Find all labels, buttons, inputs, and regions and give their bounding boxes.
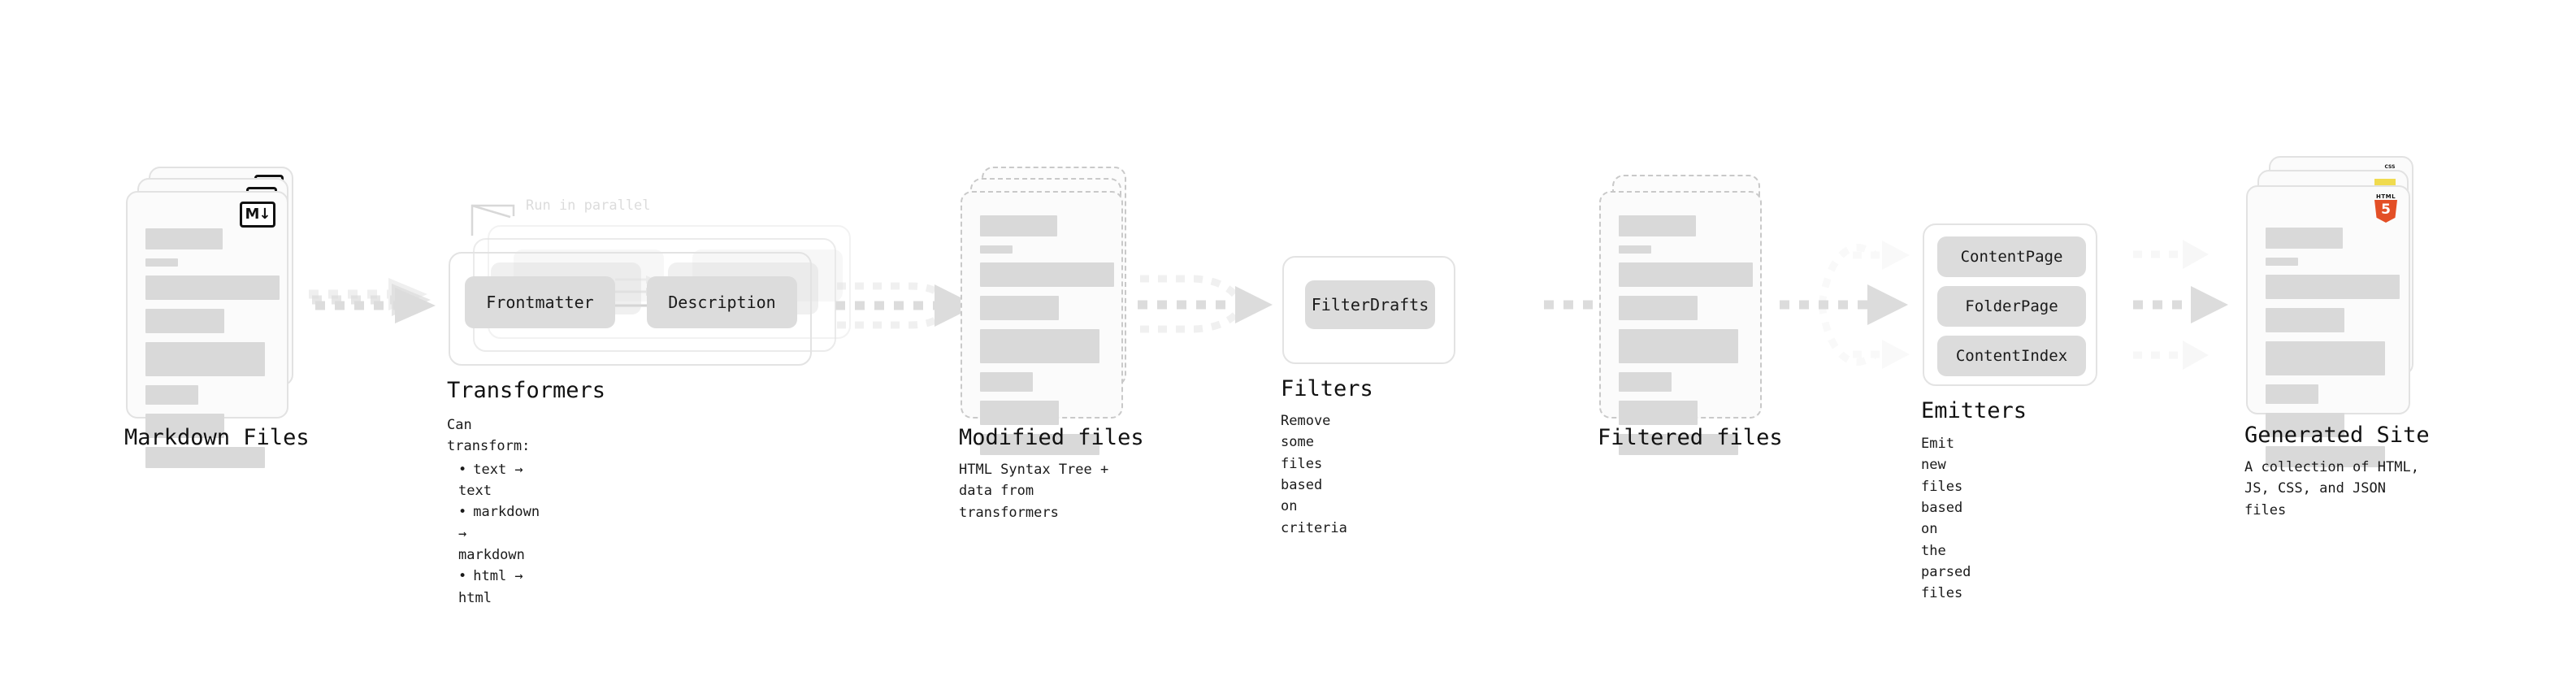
- doc-placeholder-bar: [1619, 329, 1738, 363]
- doc-placeholder-bar: [1619, 401, 1698, 425]
- stage-filtered-files: Filtered files: [1598, 167, 1783, 455]
- doc-placeholder-bar: [980, 372, 1033, 392]
- emitter-chip-contentindex[interactable]: ContentIndex: [1937, 336, 2086, 376]
- transformers-list-item: markdown → markdown: [458, 501, 540, 566]
- transformer-group-front: Frontmatter Description: [449, 252, 812, 366]
- stage-title-generated-site: Generated Site: [2244, 423, 2430, 448]
- modified-doc-front: [961, 191, 1123, 455]
- doc-placeholder-bar: [2266, 275, 2400, 299]
- doc-placeholder-bar: [980, 262, 1114, 287]
- doc-placeholder-bar: [1619, 245, 1651, 254]
- markdown-file-stack: M↓ M↓ M↓: [126, 167, 305, 468]
- modified-file-stack: [961, 167, 1139, 455]
- stage-title-emitters: Emitters: [1921, 398, 2027, 423]
- doc-placeholder-bar: [1619, 215, 1696, 236]
- markdown-icon: M↓: [240, 202, 275, 228]
- doc-placeholder-bar: [980, 215, 1057, 236]
- stage-title-modified-files: Modified files: [959, 425, 1144, 450]
- markdown-doc-front: M↓: [126, 191, 288, 468]
- doc-placeholder-bar: [145, 447, 265, 468]
- stage-subtitle-modified-files: HTML Syntax Tree + data from transformer…: [959, 462, 1109, 521]
- filter-chip-filterdrafts[interactable]: FilterDrafts: [1305, 280, 1435, 329]
- doc-placeholder-bar: [980, 329, 1099, 363]
- doc-placeholder-lines: [145, 228, 280, 477]
- doc-placeholder-bar: [1619, 262, 1753, 287]
- doc-placeholder-bar: [2266, 341, 2385, 375]
- generated-site-stack: CSS HTML: [2246, 156, 2433, 467]
- transformers-capability-list: Can transform: text → text markdown → ma…: [447, 414, 540, 609]
- doc-placeholder-bar: [980, 296, 1059, 320]
- transformer-chip-description[interactable]: Description: [647, 276, 797, 328]
- doc-placeholder-bar: [1619, 296, 1698, 320]
- transformers-list-header: Can transform:: [447, 417, 531, 455]
- transformers-list-item: html → html: [458, 566, 540, 609]
- transformers-list-item: text → text: [458, 459, 540, 502]
- doc-placeholder-bar: [145, 228, 223, 249]
- doc-placeholder-bar: [980, 245, 1013, 254]
- doc-placeholder-lines: [1619, 215, 1753, 464]
- stage-subtitle-filters: Remove some files based on criteria: [1281, 413, 1347, 536]
- stage-title-markdown-files: Markdown Files: [124, 425, 310, 450]
- doc-placeholder-bar: [2266, 446, 2385, 467]
- stage-title-filters: Filters: [1281, 376, 1373, 401]
- emitter-chip-contentpage[interactable]: ContentPage: [1937, 236, 2086, 277]
- stage-generated-site: CSS HTML Generated Site A collection of …: [2244, 156, 2433, 518]
- doc-placeholder-bar: [145, 258, 178, 267]
- doc-placeholder-bar: [2266, 228, 2343, 249]
- doc-placeholder-bar: [145, 275, 280, 300]
- doc-placeholder-bar: [2266, 384, 2318, 404]
- transformer-chip-frontmatter[interactable]: Frontmatter: [465, 276, 615, 328]
- doc-placeholder-bar: [145, 342, 265, 376]
- emitter-chip-folderpage[interactable]: FolderPage: [1937, 286, 2086, 327]
- stage-title-transformers: Transformers: [447, 378, 606, 403]
- stage-modified-files: Modified files HTML Syntax Tree + data f…: [959, 167, 1144, 521]
- generated-doc-html: HTML: [2246, 185, 2410, 467]
- doc-placeholder-bar: [1619, 434, 1738, 455]
- arrow-filtered-to-emitters: [1780, 241, 1910, 369]
- run-in-parallel-label: Run in parallel: [526, 197, 651, 214]
- doc-placeholder-lines: [2266, 228, 2400, 476]
- doc-placeholder-bar: [980, 434, 1099, 455]
- transformers-list: text → text markdown → markdown html → h…: [447, 459, 540, 609]
- emitters-group-box: ContentPage FolderPage ContentIndex: [1923, 223, 2097, 386]
- html5-icon: HTML: [2374, 193, 2398, 223]
- stage-markdown-files: M↓ M↓ M↓ Markdown Files: [124, 167, 310, 468]
- arrow-modified-to-filters: [1138, 275, 1273, 333]
- doc-placeholder-bar: [145, 309, 224, 333]
- arrow-emitters-to-site: [2133, 240, 2228, 370]
- doc-placeholder-bar: [1619, 372, 1672, 392]
- arrow-markdown-to-transformers: [309, 278, 436, 323]
- doc-placeholder-bar: [980, 401, 1059, 425]
- doc-placeholder-bar: [2266, 258, 2298, 266]
- doc-placeholder-bar: [2266, 308, 2344, 332]
- doc-placeholder-bar: [145, 414, 224, 438]
- filtered-doc-front: [1599, 191, 1762, 455]
- stage-subtitle-emitters: Emit new files based on the parsed files: [1921, 436, 1971, 602]
- stage-title-filtered-files: Filtered files: [1598, 425, 1783, 450]
- doc-placeholder-lines: [980, 215, 1114, 464]
- stage-subtitle-generated-site: A collection of HTML, JS, CSS, and JSON …: [2244, 459, 2419, 518]
- arrow-transformers-to-modified: [835, 282, 977, 329]
- doc-placeholder-bar: [145, 385, 198, 405]
- doc-placeholder-bar: [2266, 413, 2344, 437]
- filtered-file-stack: [1599, 167, 1778, 455]
- filters-group-box: FilterDrafts: [1282, 256, 1455, 364]
